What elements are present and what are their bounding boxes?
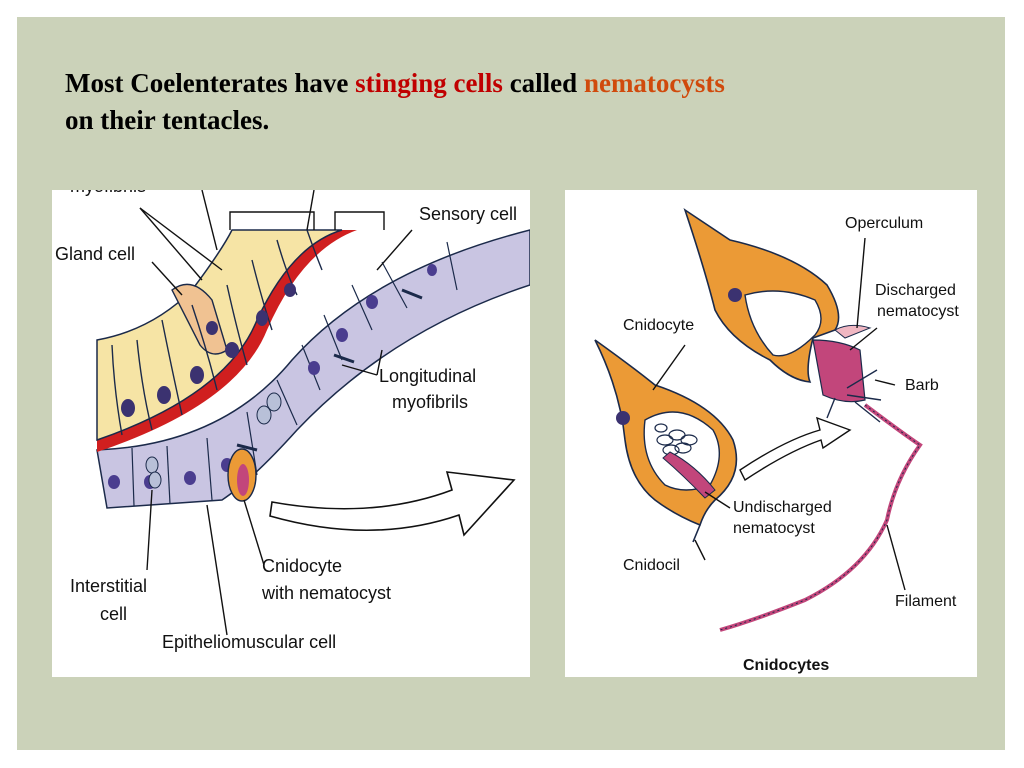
cnidocytes-svg: Operculum Discharged nematocyst Cnidocyt… — [594, 208, 959, 674]
gastrodermis-cell-walls — [111, 229, 323, 436]
body-wall-diagram: myofibrils Gland cell Sensory cell Longi… — [52, 190, 530, 677]
label-interstitial-cell: cell — [100, 604, 127, 624]
gastrodermis-nuclei — [121, 283, 296, 417]
myofibril-strands — [236, 288, 423, 452]
discharged-cnidocyte-nucleus — [728, 288, 742, 302]
label-gland-cell: Gland cell — [55, 244, 135, 264]
discharged-tubule — [812, 339, 866, 403]
label-discharged-nematocyst: nematocyst — [877, 303, 959, 320]
label-operculum: Operculum — [845, 215, 923, 232]
title-text-2: called — [502, 68, 584, 98]
slide: Most Coelenterates have stinging cells c… — [17, 17, 1005, 750]
label-longitudinal: Longitudinal — [379, 366, 476, 386]
label-filament: Filament — [895, 593, 957, 610]
transition-arrow — [739, 416, 852, 482]
label-discharged: Discharged — [875, 282, 956, 299]
discharge-arrow — [269, 471, 516, 537]
title-text-1: Most Coelenterates have — [65, 68, 356, 98]
body-wall-svg: myofibrils Gland cell Sensory cell Longi… — [55, 190, 530, 652]
label-cnidocyte: Cnidocyte — [262, 556, 342, 576]
title-line-2: on their tentacles. — [65, 105, 270, 135]
label-cnidocil: Cnidocil — [623, 557, 680, 574]
interstitial-cells — [145, 392, 282, 489]
title-highlight-stinging-cells: stinging cells — [355, 68, 503, 98]
barbs — [826, 369, 882, 423]
label-cnidocyte: Cnidocyte — [623, 317, 694, 334]
label-longitudinal-myofibrils: myofibrils — [392, 392, 468, 412]
label-sensory-cell: Sensory cell — [419, 204, 517, 224]
title-highlight-nematocysts: nematocysts — [583, 68, 725, 98]
bracket-gastrodermis — [229, 211, 315, 230]
bracket-epidermis — [334, 211, 385, 230]
operculum-flap — [834, 324, 872, 339]
leader-lines — [139, 190, 413, 636]
discharged-capsule-cavity — [744, 290, 822, 357]
cnidocytes-diagram: Operculum Discharged nematocyst Cnidocyt… — [565, 190, 977, 677]
slide-title: Most Coelenterates have stinging cells c… — [65, 65, 965, 139]
label-myofibrils-cut: myofibrils — [70, 190, 146, 196]
undischarged-tubule — [662, 451, 716, 499]
label-with-nematocyst: with nematocyst — [261, 583, 391, 603]
caption-cnidocytes: Cnidocytes — [743, 657, 829, 674]
label-barb: Barb — [905, 377, 939, 394]
label-epitheliomuscular: Epitheliomuscular cell — [162, 632, 336, 652]
filament-texture — [719, 404, 921, 631]
label-interstitial: Interstitial — [70, 576, 147, 596]
label-undischarged: Undischarged — [733, 499, 832, 516]
nematocyst-capsule — [237, 464, 249, 496]
cnidocil-bristle — [692, 524, 701, 543]
undischarged-cnidocyte-nucleus — [616, 411, 630, 425]
label-undischarged-nematocyst: nematocyst — [733, 520, 815, 537]
right-leader-lines — [652, 237, 906, 591]
